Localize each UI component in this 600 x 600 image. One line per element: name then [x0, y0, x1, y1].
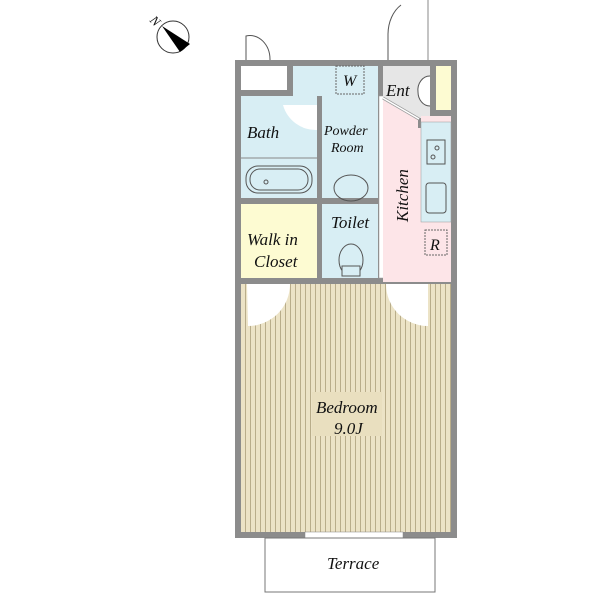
closet-label-2: Closet	[254, 252, 299, 271]
closet-label: Walk in	[247, 230, 298, 249]
refrigerator-space	[424, 229, 448, 256]
door-swing-kitchen	[386, 284, 428, 326]
powder-room	[322, 66, 378, 198]
terrace-window[interactable]	[304, 531, 404, 539]
shoe-cabinet-doors[interactable]	[417, 75, 431, 107]
walk-in-closet	[241, 204, 317, 278]
entrance-label: Ent	[385, 81, 411, 100]
basin-icon	[333, 174, 369, 202]
shoe-cabinet	[436, 66, 451, 110]
storage	[241, 66, 287, 90]
bedroom-label: Bedroom	[316, 398, 378, 417]
powder-room-label: Powder	[323, 124, 368, 139]
stove-icon	[426, 139, 446, 165]
washer-space	[335, 65, 365, 95]
refrigerator-label: R	[429, 237, 440, 254]
terrace-label: Terrace	[327, 554, 380, 573]
toilet-label: Toilet	[331, 213, 370, 232]
powder-room-label-2: Room	[330, 141, 364, 156]
entrance-door[interactable]	[387, 4, 402, 60]
bathtub-icon	[245, 165, 313, 194]
door-swing-bath	[283, 105, 317, 131]
washer-label: W	[343, 73, 358, 90]
storage-door[interactable]	[245, 35, 271, 61]
door-swing-closet	[247, 284, 290, 326]
bedroom-label-bg	[312, 392, 382, 436]
bath-label: Bath	[247, 123, 279, 142]
sink-icon	[425, 182, 447, 214]
kitchen-label: Kitchen	[393, 169, 412, 223]
bedroom-size: 9.0J	[334, 419, 364, 438]
compass-icon: N	[146, 12, 190, 54]
terrace	[264, 537, 436, 593]
